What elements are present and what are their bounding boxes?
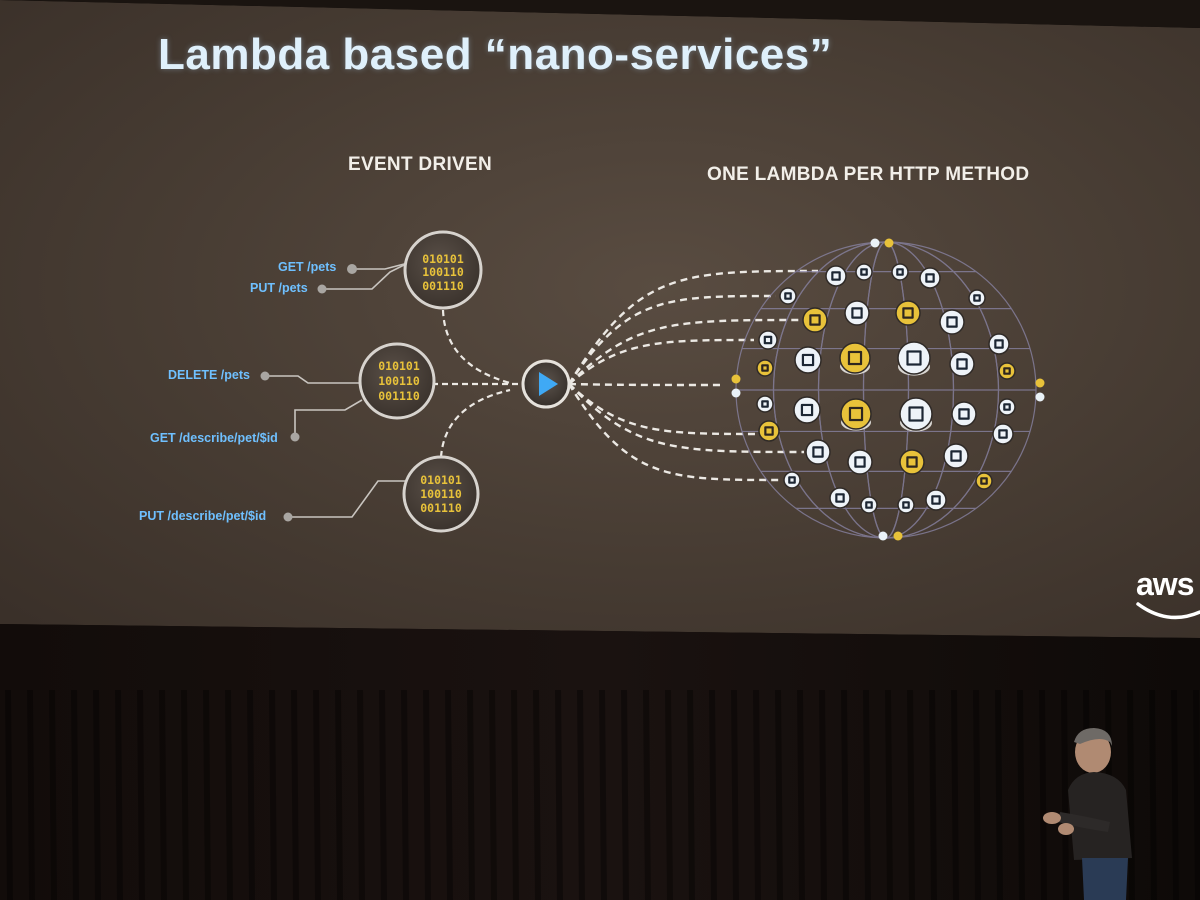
globe-dot — [893, 531, 903, 541]
lambda-node-icon — [899, 449, 925, 475]
slide-title: Lambda based “nano-services” — [158, 30, 833, 79]
endpoint-dots — [260, 264, 357, 522]
lambda-node-icon — [998, 398, 1016, 416]
endpoint-label: GET /pets — [278, 260, 337, 274]
lambda-node-icon — [975, 472, 993, 490]
lambda-node-icon — [839, 342, 871, 375]
lambda-node-icon — [968, 289, 986, 307]
lambda-node-icon — [951, 401, 977, 427]
endpoint-label: DELETE /pets — [168, 368, 250, 382]
globe-dot — [731, 374, 741, 384]
lambda-node-icon — [802, 307, 828, 333]
globe-dot — [731, 388, 741, 398]
ceiling-band — [0, 0, 1200, 28]
binary-disk-icon: 010101 100110 001110 — [358, 342, 436, 420]
lambda-node-icon — [895, 300, 921, 326]
svg-text:001110: 001110 — [420, 501, 462, 515]
lambda-node-icon — [756, 395, 774, 413]
globe-dot — [870, 238, 880, 248]
lambda-node-icon — [943, 443, 969, 469]
svg-text:100110: 100110 — [420, 487, 462, 501]
lambda-node-icon — [758, 330, 778, 350]
projection-screen — [0, 0, 1200, 638]
curtain — [0, 624, 1200, 900]
lambda-node-icon — [998, 362, 1016, 380]
globe-dot — [1035, 378, 1045, 388]
globe-dot — [1035, 392, 1045, 402]
fan-dashes — [567, 269, 819, 482]
svg-text:100110: 100110 — [422, 265, 464, 279]
endpoint-label: PUT /describe/pet/$id — [139, 509, 267, 523]
lambda-node-icon — [844, 300, 870, 326]
aws-logo: aws — [1136, 566, 1194, 602]
lambda-node-icon — [988, 333, 1010, 355]
endpoint-connectors — [265, 262, 409, 518]
lambda-node-icon — [793, 396, 821, 424]
lambda-node-icon — [949, 351, 975, 377]
endpoint-label: PUT /pets — [250, 281, 308, 295]
lambda-network — [731, 238, 1045, 541]
lambda-node-icon — [825, 265, 847, 287]
lambda-node-icon — [939, 309, 965, 335]
play-icon — [521, 359, 571, 409]
lambda-node-icon — [899, 397, 933, 432]
lambda-node-icon — [925, 489, 947, 511]
svg-text:010101: 010101 — [422, 252, 464, 266]
globe-dot — [878, 531, 888, 541]
speaker — [1043, 728, 1132, 900]
lambda-node-icon — [756, 359, 774, 377]
lambda-node-icon — [794, 346, 822, 374]
lambda-node-icon — [779, 287, 797, 305]
svg-text:010101: 010101 — [378, 359, 420, 373]
binary-disk-icon: 010101 100110 001110 — [402, 455, 480, 533]
binary-disk-icon: 010101 100110 001110 — [403, 230, 483, 310]
svg-text:100110: 100110 — [378, 374, 420, 388]
lambda-node-icon — [847, 449, 873, 475]
lambda-node-icon — [897, 496, 915, 514]
disk-to-play-dashes — [432, 309, 520, 458]
lambda-node-icon — [919, 267, 941, 289]
lambda-node-icon — [783, 471, 801, 489]
lambda-node-icon — [897, 341, 931, 376]
lambda-node-icon — [992, 423, 1014, 445]
heading-one-lambda: ONE LAMBDA PER HTTP METHOD — [707, 164, 1030, 185]
svg-text:001110: 001110 — [378, 389, 420, 403]
globe-dot — [884, 238, 894, 248]
lambda-node-icon — [860, 496, 878, 514]
lambda-node-icon — [805, 439, 831, 465]
svg-text:010101: 010101 — [420, 473, 462, 487]
lambda-node-icon — [891, 263, 909, 281]
heading-event-driven: EVENT DRIVEN — [348, 154, 493, 175]
lambda-node-icon — [758, 420, 780, 442]
endpoint-label: GET /describe/pet/$id — [150, 431, 278, 445]
lambda-node-icon — [840, 398, 872, 431]
lambda-node-icon — [855, 263, 873, 281]
curtain-folds — [5, 689, 1200, 900]
lambda-node-icon — [829, 487, 851, 509]
aws-smile-icon — [1136, 602, 1200, 620]
svg-text:001110: 001110 — [422, 279, 464, 293]
